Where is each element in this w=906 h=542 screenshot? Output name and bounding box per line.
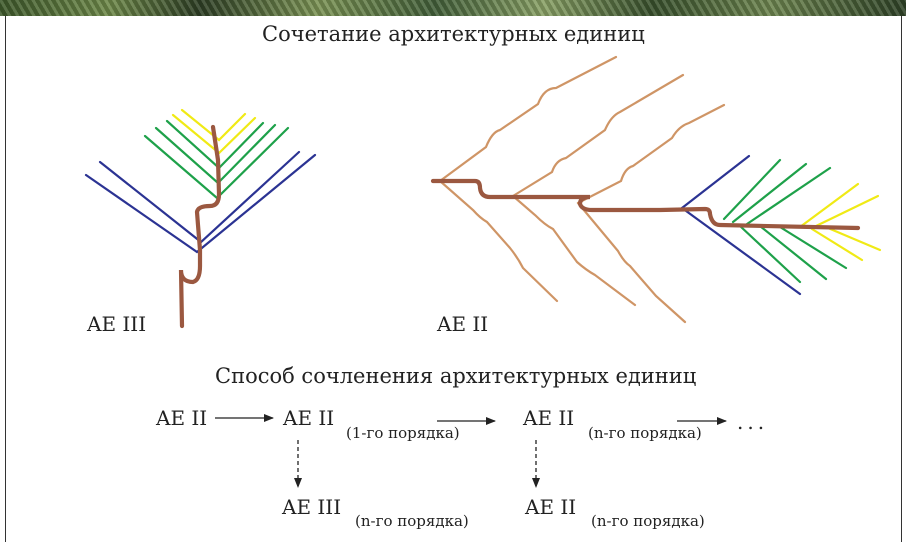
right-terminal: [680, 154, 882, 296]
scheme-node-2-order: (1-го порядка): [346, 424, 460, 442]
right-axis: [430, 178, 861, 231]
right-chevron-green-1: [722, 158, 782, 221]
label-ae-ii: AE II: [437, 312, 489, 336]
frame-line-left: [5, 16, 6, 542]
frame-line-right: [901, 16, 902, 542]
scheme-ellipsis: ...: [737, 410, 769, 434]
right-branch-2: [438, 179, 559, 303]
right-branch-5: [576, 103, 726, 205]
right-chevron-yellow-4: [826, 226, 882, 252]
right-branch-3: [511, 73, 685, 198]
right-branch-4: [511, 194, 637, 307]
right-chevron-green-3: [745, 166, 832, 226]
photo-strip: [0, 0, 906, 16]
right-tree: [438, 55, 726, 324]
right-chevron-yellow-1: [798, 182, 860, 229]
right-branch-1: [438, 55, 618, 183]
right-chevron-yellow-2: [812, 194, 880, 229]
right-chevron-green-6: [778, 225, 848, 270]
left-tree: [84, 108, 317, 329]
right-chevron-green-4: [738, 224, 802, 284]
right-chevron-yellow-3: [810, 227, 864, 262]
scheme-arrows: [215, 414, 727, 488]
right-chevron-navy-1: [680, 154, 751, 210]
heading-top: Сочетание архитектурных единиц: [262, 22, 645, 46]
right-chevron-green-5: [758, 224, 828, 281]
scheme-node-5-order: (n-го порядка): [591, 512, 705, 530]
right-chevron-green-2: [731, 162, 808, 224]
scheme-node-4: AE III: [282, 495, 342, 519]
left-axis: [178, 124, 222, 329]
heading-bottom: Способ сочленения архитектурных единиц: [215, 364, 697, 388]
scheme-node-1: AE II: [156, 406, 208, 430]
label-ae-iii: AE III: [87, 312, 147, 336]
scheme-node-3-order: (n-го порядка): [588, 424, 702, 442]
right-chevron-navy-2: [680, 206, 802, 296]
left-chevron-yellow-2: [180, 108, 247, 142]
scheme-node-4-order: (n-го порядка): [355, 512, 469, 530]
right-branch-6: [576, 201, 687, 324]
scheme-node-2: AE II: [283, 406, 335, 430]
scheme-node-3: AE II: [523, 406, 575, 430]
scheme-node-5: AE II: [525, 495, 577, 519]
left-chevron-navy-outer: [84, 153, 317, 254]
